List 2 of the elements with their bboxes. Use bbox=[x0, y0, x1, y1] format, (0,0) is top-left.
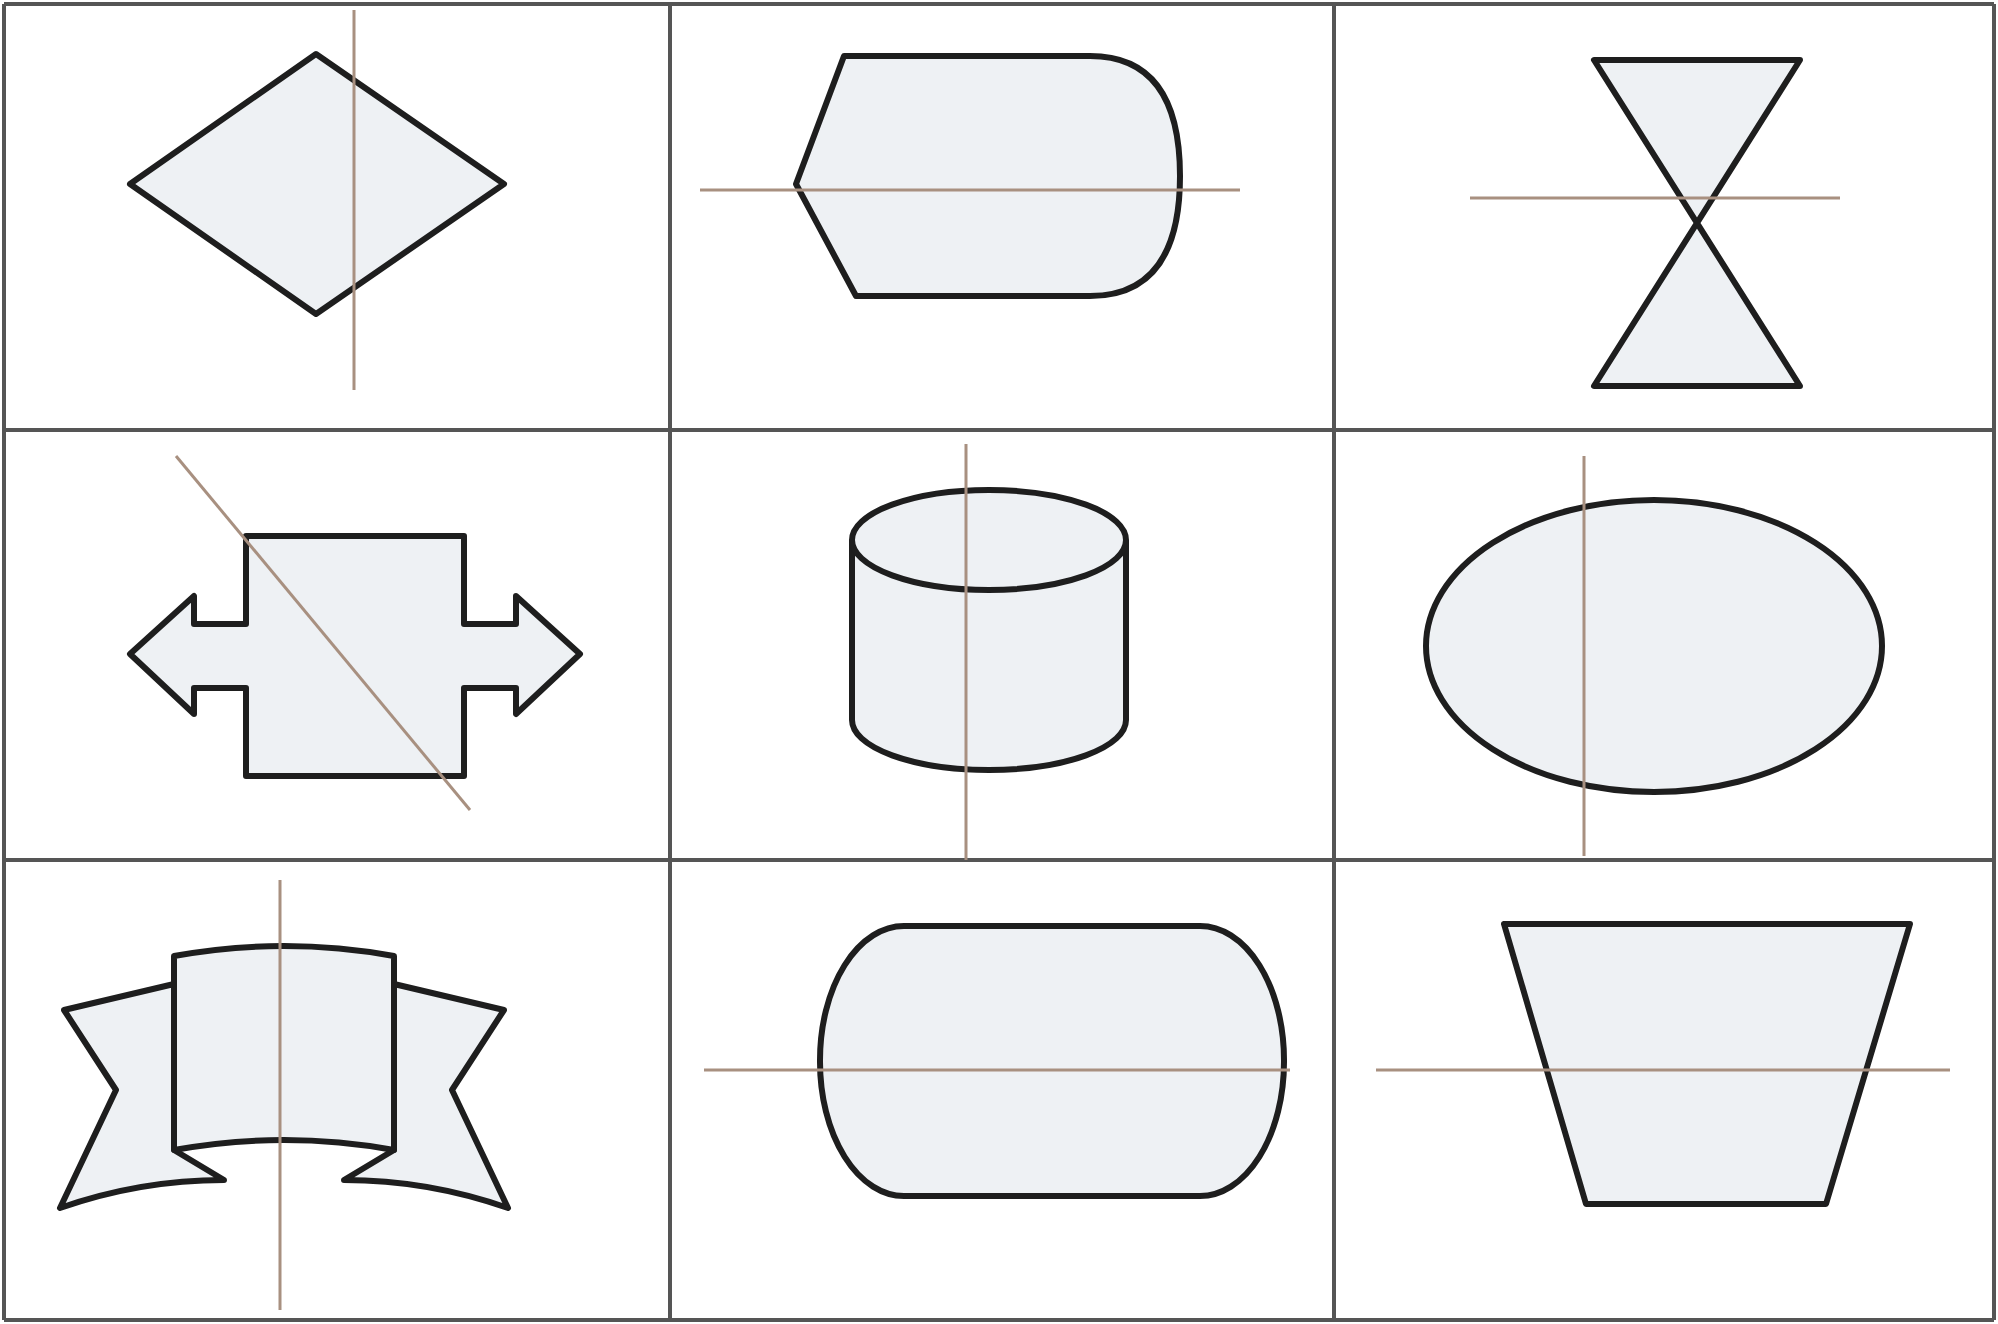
trapezoid-shape bbox=[1496, 916, 1918, 1212]
ellipse-shape bbox=[1420, 494, 1888, 798]
